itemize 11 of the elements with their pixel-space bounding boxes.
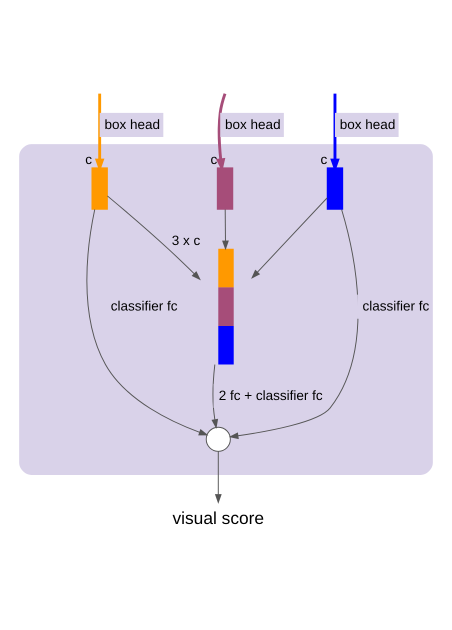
edge-label: classifier fc — [110, 298, 178, 314]
edge-label: box head — [340, 116, 396, 132]
node-label: c — [85, 152, 92, 168]
edge-label: classifier fc — [362, 298, 430, 314]
node-label: c — [210, 152, 218, 168]
edge-label: box head — [225, 116, 281, 132]
node-label: 3 x c — [172, 233, 200, 248]
node-text: visual score — [172, 508, 264, 528]
node-label: c — [320, 152, 328, 168]
edge-label: 2 fc + classifier fc — [218, 388, 323, 403]
edge-label: box head — [104, 116, 160, 132]
